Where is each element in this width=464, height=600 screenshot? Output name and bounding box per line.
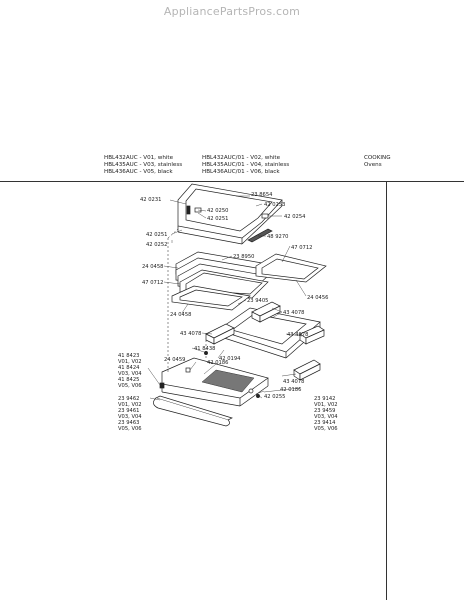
callout-label: 42 0253 [264, 202, 285, 208]
callout-label: 42 0254 [284, 214, 306, 220]
model-line: HBL436AUC/01 - V06, black [202, 169, 280, 175]
callout-label: 42 0231 [140, 197, 161, 203]
callout-label: 24 0458 [170, 312, 191, 318]
spacer-block-part [251, 301, 281, 323]
model-list-left: HBL432AUC - V01, white HBL435AUC - V03, … [104, 155, 182, 176]
variant-line: V01, V02 [118, 402, 142, 408]
left-variant-list: 41 8423 V01, V02 41 8424 V03, V04 41 842… [118, 353, 142, 432]
category-subtitle: Ovens [364, 162, 382, 168]
callout-label: 24 0456 [307, 295, 328, 301]
variant-line: 41 8423 [118, 353, 139, 359]
variant-line: 23 9463 [118, 420, 139, 426]
right-variant-list: 23 9142 V01, V02 23 9459 V03, V04 23 941… [314, 396, 338, 432]
variant-line: V03, V04 [314, 414, 338, 420]
variant-line: V03, V04 [118, 414, 142, 420]
callout-label: 42 0250 [207, 208, 228, 214]
variant-line: 23 9414 [314, 420, 336, 426]
callout-label: 42 0251 [146, 232, 167, 238]
watermark: AppliancePartsPros.com [163, 5, 301, 18]
hinge-strip-part [247, 228, 273, 243]
callout-label: 42 0251 [207, 216, 228, 222]
side-glass-part [255, 253, 327, 283]
variant-line: 23 9459 [314, 408, 335, 414]
callout-label: 43 4078 [287, 332, 308, 338]
callout-label: 23 8950 [233, 254, 254, 260]
model-line: HBL435AUC/01 - V04, stainless [202, 162, 290, 168]
variant-line: V01, V02 [314, 402, 338, 408]
model-line: HBL432AUC/01 - V02, white [202, 155, 281, 161]
model-line: HBL435AUC - V03, stainless [104, 162, 183, 168]
callout-label: 24 0459 [164, 357, 185, 363]
inner-glass-part [171, 285, 251, 311]
callout-label: 47 0712 [142, 280, 163, 286]
variant-line: V01, V02 [118, 359, 142, 365]
variant-line: 23 9461 [118, 408, 139, 414]
category-title: COOKING [364, 155, 391, 161]
callout-label: 48 9270 [267, 234, 288, 240]
spacer-block-part [293, 359, 321, 381]
header-divider [0, 181, 464, 182]
callout-label: 43 4078 [283, 310, 304, 316]
variant-line: V05, V06 [314, 426, 338, 432]
door-handle-part [153, 395, 233, 427]
leader-lines [147, 195, 307, 401]
spacer-block-part [205, 323, 235, 345]
callout-label: 42 0186 [207, 360, 228, 366]
model-line: HBL436AUC - V05, black [104, 169, 173, 175]
callout-label: 41 8438 [194, 346, 215, 352]
callout-label: 43 4078 [283, 379, 304, 385]
variant-line: V05, V06 [118, 383, 142, 389]
variant-line: 23 9462 [118, 396, 139, 402]
margin-divider [386, 181, 387, 600]
door-frame-part [177, 183, 283, 245]
callout-label: 42 0255 [264, 394, 285, 400]
spacer-block-part [299, 325, 325, 345]
callout-label: 42 0252 [146, 242, 167, 248]
callout-label: 43 4078 [180, 331, 201, 337]
model-list-right: HBL432AUC/01 - V02, white HBL435AUC/01 -… [202, 155, 289, 176]
variant-line: V03, V04 [118, 371, 142, 377]
callout-label: 23 8654 [251, 192, 273, 198]
variant-line: 41 8424 [118, 365, 140, 371]
assembly-guides [167, 228, 207, 372]
callout-label: 42 0186 [280, 387, 301, 393]
category-label: COOKING Ovens [364, 155, 391, 169]
model-line: HBL432AUC - V01, white [104, 155, 174, 161]
variant-line: V05, V06 [118, 426, 142, 432]
callout-label: 42 0194 [219, 356, 241, 362]
variant-line: 41 8425 [118, 377, 139, 383]
variant-line: 23 9142 [314, 396, 335, 402]
callout-label: 24 0458 [142, 264, 163, 270]
callout-label: 23 9405 [247, 298, 268, 304]
callout-label: 47 0712 [291, 245, 312, 251]
vent-grille [201, 369, 255, 393]
